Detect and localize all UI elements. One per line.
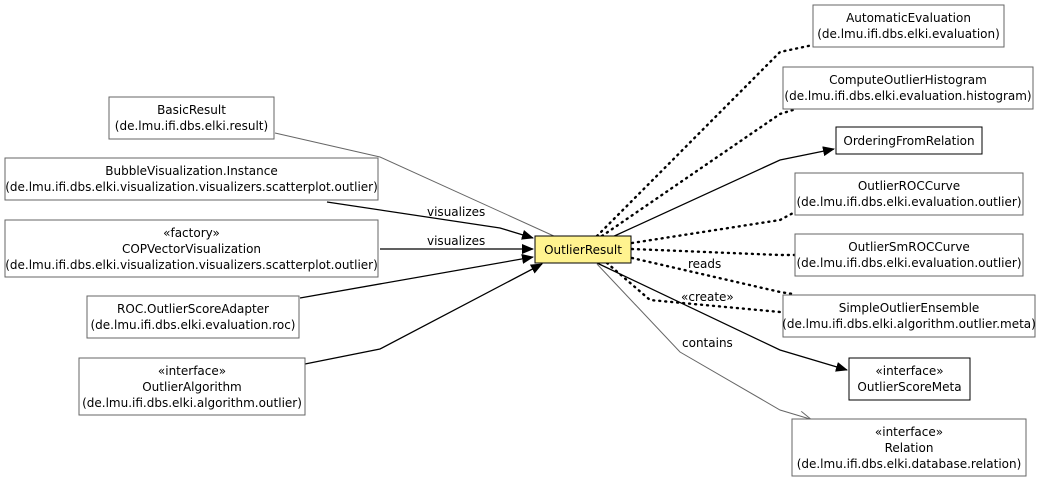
edge-label-contains: contains xyxy=(682,336,733,350)
node-cop-vector-visualization[interactable]: «factory» COPVectorVisualization (de.lmu… xyxy=(4,219,379,278)
edge-outlier-roc-curve xyxy=(630,210,797,245)
node-outlier-score-meta[interactable]: «interface» OutlierScoreMeta xyxy=(848,357,971,401)
edge-roc-adapter xyxy=(299,253,534,299)
node-ordering-from-relation-title: OrderingFromRelation xyxy=(843,134,974,148)
node-roc-outlier-score-adapter-title: ROC.OutlierScoreAdapter xyxy=(117,302,269,316)
edge-automatic-evaluation xyxy=(595,43,815,238)
edge-outlier-score-meta xyxy=(596,262,848,372)
node-automatic-evaluation[interactable]: AutomaticEvaluation (de.lmu.ifi.dbs.elki… xyxy=(812,4,1005,48)
node-relation-package: (de.lmu.ifi.dbs.elki.database.relation) xyxy=(797,457,1022,471)
node-outlier-result[interactable]: OutlierResult xyxy=(534,235,632,264)
edge-ordering-from-relation xyxy=(609,146,835,239)
edge-simple-ensemble-create xyxy=(605,261,785,314)
node-relation-title: Relation xyxy=(885,441,934,455)
node-outlier-algorithm[interactable]: «interface» OutlierAlgorithm (de.lmu.ifi… xyxy=(78,357,306,416)
node-automatic-evaluation-title: AutomaticEvaluation xyxy=(846,11,971,25)
node-compute-outlier-histogram[interactable]: ComputeOutlierHistogram (de.lmu.ifi.dbs.… xyxy=(782,66,1034,110)
edge-outlier-smroc-curve xyxy=(630,247,797,257)
node-basic-result-package: (de.lmu.ifi.dbs.elki.result) xyxy=(115,119,268,133)
node-basic-result-title: BasicResult xyxy=(157,103,226,117)
node-outlier-score-meta-stereotype: «interface» xyxy=(875,364,943,378)
node-simple-outlier-ensemble-title: SimpleOutlierEnsemble xyxy=(839,301,980,315)
node-outlier-roc-curve-title: OutlierROCCurve xyxy=(858,179,960,193)
node-relation[interactable]: «interface» Relation (de.lmu.ifi.dbs.elk… xyxy=(791,418,1027,477)
edge-simple-ensemble-reads xyxy=(630,256,795,296)
edge-labels: visualizes visualizes reads «create» con… xyxy=(427,205,734,350)
node-outlier-roc-curve-package: (de.lmu.ifi.dbs.elki.evaluation.outlier) xyxy=(796,195,1021,209)
node-cop-vector-visualization-stereotype: «factory» xyxy=(163,226,220,240)
node-outlier-result-title: OutlierResult xyxy=(544,243,622,257)
node-roc-outlier-score-adapter-package: (de.lmu.ifi.dbs.elki.evaluation.roc) xyxy=(91,318,296,332)
node-bubble-visualization-package: (de.lmu.ifi.dbs.elki.visualization.visua… xyxy=(5,180,378,194)
node-outlier-roc-curve[interactable]: OutlierROCCurve (de.lmu.ifi.dbs.elki.eva… xyxy=(794,172,1024,216)
node-outlier-smroc-curve-title: OutlierSmROCCurve xyxy=(848,240,970,254)
node-bubble-visualization[interactable]: BubbleVisualization.Instance (de.lmu.ifi… xyxy=(4,157,379,201)
edges xyxy=(274,43,848,419)
edge-label-reads: reads xyxy=(688,257,721,271)
node-automatic-evaluation-package: (de.lmu.ifi.dbs.elki.evaluation) xyxy=(817,27,1000,41)
node-outlier-algorithm-stereotype: «interface» xyxy=(158,364,226,378)
node-outlier-smroc-curve-package: (de.lmu.ifi.dbs.elki.evaluation.outlier) xyxy=(796,256,1021,270)
node-relation-stereotype: «interface» xyxy=(875,425,943,439)
edge-label-visualizes-1: visualizes xyxy=(427,205,485,219)
node-outlier-score-meta-title: OutlierScoreMeta xyxy=(857,380,961,394)
node-cop-vector-visualization-package: (de.lmu.ifi.dbs.elki.visualization.visua… xyxy=(5,258,378,272)
edge-basicresult xyxy=(274,132,557,238)
node-outlier-algorithm-package: (de.lmu.ifi.dbs.elki.algorithm.outlier) xyxy=(82,396,302,410)
node-roc-outlier-score-adapter[interactable]: ROC.OutlierScoreAdapter (de.lmu.ifi.dbs.… xyxy=(86,295,300,339)
node-outlier-smroc-curve[interactable]: OutlierSmROCCurve (de.lmu.ifi.dbs.elki.e… xyxy=(794,233,1024,277)
edge-label-create: «create» xyxy=(681,290,734,304)
node-simple-outlier-ensemble[interactable]: SimpleOutlierEnsemble (de.lmu.ifi.dbs.el… xyxy=(782,294,1036,338)
node-simple-outlier-ensemble-package: (de.lmu.ifi.dbs.elki.algorithm.outlier.m… xyxy=(782,317,1036,331)
node-cop-vector-visualization-title: COPVectorVisualization xyxy=(122,242,261,256)
node-outlier-algorithm-title: OutlierAlgorithm xyxy=(142,380,242,394)
edge-relation-contains xyxy=(596,263,810,419)
node-compute-outlier-histogram-title: ComputeOutlierHistogram xyxy=(829,73,987,87)
edge-outlier-algorithm xyxy=(304,263,543,365)
edge-compute-outlier-histogram xyxy=(600,108,795,238)
edge-label-visualizes-2: visualizes xyxy=(427,234,485,248)
node-compute-outlier-histogram-package: (de.lmu.ifi.dbs.elki.evaluation.histogra… xyxy=(784,89,1031,103)
node-ordering-from-relation[interactable]: OrderingFromRelation xyxy=(835,126,983,155)
node-bubble-visualization-title: BubbleVisualization.Instance xyxy=(105,164,277,178)
nodes: AutomaticEvaluation (de.lmu.ifi.dbs.elki… xyxy=(4,4,1036,477)
node-basic-result[interactable]: BasicResult (de.lmu.ifi.dbs.elki.result) xyxy=(108,96,275,140)
edge-bubble-visualizes xyxy=(326,201,534,240)
